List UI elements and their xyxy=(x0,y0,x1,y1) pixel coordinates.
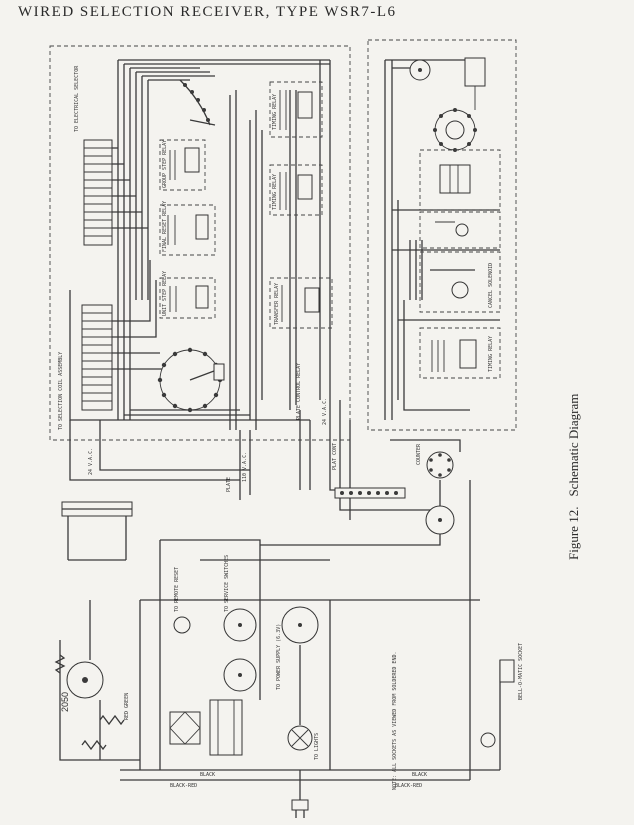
label-red-green: RED GREEN xyxy=(124,693,130,720)
cancel-unit-enclosure xyxy=(367,39,517,431)
unit-step-relay: UNIT STEP RELAY xyxy=(159,271,216,319)
label-black-red: BLACK-RED xyxy=(395,783,422,789)
label-to-power-supply: TO POWER SUPPLY (6.3V) xyxy=(276,624,282,690)
bell-o-matic-jack xyxy=(480,659,515,748)
label-counter: COUNTER xyxy=(416,443,422,465)
svg-text:TIMING RELAY: TIMING RELAY xyxy=(488,336,494,372)
label-to-electrical-selector: TO ELECTRICAL SELECTOR xyxy=(74,65,80,132)
svg-text:CANCEL SOLENOID: CANCEL SOLENOID xyxy=(488,263,494,308)
timing-relay-upper: TIMING RELAY xyxy=(269,81,323,138)
cabling-lower xyxy=(59,539,501,805)
selector-contact-ring xyxy=(157,347,225,413)
resistor-r2 xyxy=(54,654,66,674)
svg-text:GROUP STEP RELAY: GROUP STEP RELAY xyxy=(162,140,168,188)
tube-socket-service xyxy=(223,608,257,642)
label-black: BLACK xyxy=(412,772,427,778)
label-to-remote-reset: TO REMOTE RESET xyxy=(174,567,180,612)
terminal-strip-upper xyxy=(83,139,113,246)
label-110vac: 110 V.A.C. xyxy=(242,452,248,482)
label-plate: PLATE xyxy=(226,477,232,492)
tube-socket-center xyxy=(281,606,319,644)
selector-unit-enclosure xyxy=(49,45,351,441)
power-transformer xyxy=(209,699,243,756)
timing-relay-right: TIMING RELAY xyxy=(419,327,501,379)
bell-o-matic-switch xyxy=(409,57,486,110)
label-to-lights: TO LIGHTS xyxy=(314,733,320,760)
tube-socket-2050 xyxy=(66,661,104,699)
rectifier-bridge xyxy=(169,711,201,745)
svg-text:TIMING RELAY: TIMING RELAY xyxy=(272,174,278,210)
power-plug xyxy=(291,799,309,818)
svg-text:FINAL RESET RELAY: FINAL RESET RELAY xyxy=(162,201,168,252)
label-to-service-switches: TO SERVICE SWITCHES xyxy=(224,555,230,612)
bus-wires-left xyxy=(69,59,331,430)
timing-relay-middle: TIMING RELAY xyxy=(269,164,323,216)
cancel-disc xyxy=(433,108,477,152)
terminal-strip-lower xyxy=(81,304,113,411)
cancel-solenoid-assembly xyxy=(419,149,501,211)
group-step-relay: GROUP STEP RELAY xyxy=(159,139,206,191)
label-plate-cont: PLAT CONT xyxy=(332,443,338,470)
fuse-block xyxy=(61,501,133,561)
label-note: NOTE: ALL SOCKETS AS VIEWED FROM SOLDERE… xyxy=(392,652,398,790)
selector-contact-arc-upper xyxy=(179,79,216,126)
tube-socket-v1 xyxy=(425,505,455,535)
cancel-solenoid: CANCEL SOLENOID xyxy=(419,251,501,313)
connector-j3 xyxy=(426,451,454,479)
label-black-left: BLACK xyxy=(200,772,215,778)
transfer-relay: TRANSFER RELAY xyxy=(269,277,333,329)
label-plate-control-relay: PLATE CONTROL RELAY xyxy=(296,363,302,420)
label-black-red-left: BLACK-RED xyxy=(170,783,197,789)
cabling-middle xyxy=(69,395,471,620)
label-24vac-upper: 24 V.A.C. xyxy=(322,398,328,425)
remote-reset-jack xyxy=(173,616,191,634)
terminal-block-e2 xyxy=(334,487,406,499)
label-bell-o-matic-socket: BELL-O-MATIC SOCKET xyxy=(518,643,524,700)
svg-text:UNIT STEP RELAY: UNIT STEP RELAY xyxy=(162,271,168,316)
final-reset-relay: FINAL RESET RELAY xyxy=(159,201,216,256)
lamp-socket xyxy=(287,725,313,751)
resistor-r1 xyxy=(99,714,125,726)
bus-wires-right xyxy=(384,59,500,420)
page-title: WIRED SELECTION RECEIVER, TYPE WSR7-L6 xyxy=(18,4,397,20)
svg-text:TIMING RELAY: TIMING RELAY xyxy=(272,94,278,130)
label-tube-2050: 2050 xyxy=(60,692,70,712)
svg-text:TRANSFER RELAY: TRANSFER RELAY xyxy=(274,283,280,325)
label-24vac-left: 24 V.A.C. xyxy=(88,448,94,475)
rotary-switch-mid xyxy=(419,211,501,249)
tube-socket-lower xyxy=(223,658,257,692)
label-to-selection-coil: TO SELECTION COIL ASSEMBLY xyxy=(58,352,64,430)
resistor-r3 xyxy=(81,739,107,751)
